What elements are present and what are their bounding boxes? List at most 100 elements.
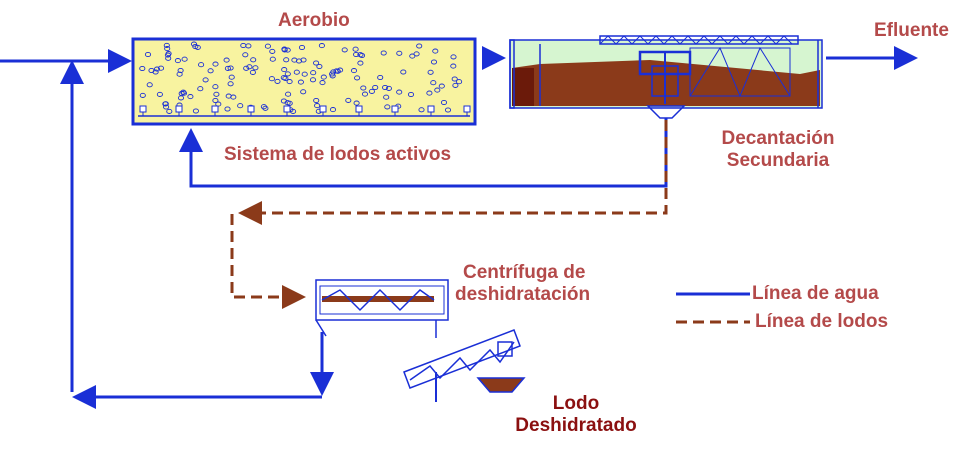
air-bubble bbox=[212, 61, 219, 67]
air-bubble bbox=[156, 91, 163, 97]
air-bubble bbox=[434, 87, 441, 93]
air-bubble bbox=[180, 89, 187, 95]
air-bubble bbox=[198, 62, 205, 68]
air-bubble bbox=[283, 57, 290, 63]
air-bubble bbox=[345, 97, 352, 103]
air-bubble bbox=[163, 42, 170, 48]
air-bubble bbox=[157, 65, 165, 71]
air-bubble bbox=[377, 74, 384, 81]
air-bubble bbox=[451, 76, 458, 82]
air-bubble bbox=[456, 79, 463, 85]
air-bubble bbox=[313, 97, 320, 104]
air-bubble bbox=[223, 57, 230, 63]
air-bubble bbox=[301, 71, 308, 77]
air-bubble bbox=[426, 90, 433, 96]
air-bubble bbox=[213, 91, 220, 97]
air-bubble bbox=[372, 84, 379, 91]
air-bubble bbox=[440, 99, 448, 106]
return-sludge-line bbox=[179, 118, 668, 188]
air-bubble bbox=[368, 88, 375, 94]
dewatered-sludge-hopper bbox=[476, 377, 526, 393]
air-bubble bbox=[313, 60, 320, 66]
air-bubble bbox=[309, 77, 317, 83]
air-bubble bbox=[450, 54, 457, 60]
air-bubble bbox=[237, 103, 244, 109]
air-bubble bbox=[212, 97, 219, 104]
air-bubble bbox=[177, 67, 184, 74]
air-bubble bbox=[383, 94, 390, 100]
air-bubble bbox=[225, 93, 232, 99]
air-bubble bbox=[430, 80, 437, 86]
air-bubble bbox=[202, 77, 209, 83]
air-bubble bbox=[190, 41, 198, 47]
air-bubble bbox=[286, 79, 293, 85]
air-bubble bbox=[164, 46, 171, 52]
air-bubble bbox=[427, 69, 434, 75]
air-bubble bbox=[197, 86, 204, 92]
air-bubble bbox=[284, 100, 291, 106]
air-bubble bbox=[295, 58, 303, 64]
sistema-label: Sistema de lodos activos bbox=[224, 144, 452, 165]
air-bubble bbox=[139, 92, 146, 98]
decantacion-line-2: Secundaria bbox=[726, 150, 830, 171]
air-diffuser bbox=[175, 105, 183, 113]
air-diffuser bbox=[355, 105, 363, 113]
air-bubble bbox=[227, 65, 234, 71]
air-bubble bbox=[165, 51, 172, 57]
air-bubble bbox=[242, 52, 249, 58]
air-bubble bbox=[192, 108, 199, 114]
air-bubble bbox=[268, 76, 275, 82]
air-bubble bbox=[407, 91, 415, 98]
air-bubble bbox=[153, 66, 161, 72]
air-bubble bbox=[337, 67, 344, 73]
waste-sludge-line-to-centrifuge bbox=[230, 214, 306, 309]
air-bubble bbox=[181, 56, 188, 62]
efluente-label: Efluente bbox=[874, 20, 949, 41]
lodo-label: Lodo Deshidratado bbox=[496, 393, 656, 437]
air-bubble bbox=[438, 83, 445, 89]
air-bubble bbox=[396, 50, 403, 56]
air-diffuser bbox=[247, 105, 255, 113]
air-bubble bbox=[284, 71, 291, 77]
air-bubble bbox=[385, 85, 392, 91]
air-bubble bbox=[281, 47, 288, 53]
air-bubble bbox=[284, 47, 291, 53]
centrifuga-label: Centrífuga de deshidratación bbox=[455, 262, 590, 306]
air-bubble bbox=[274, 78, 281, 84]
air-bubble bbox=[260, 104, 267, 110]
aerobio-label: Aerobio bbox=[278, 10, 350, 31]
air-bubble bbox=[243, 65, 250, 71]
air-diffuser bbox=[139, 105, 147, 113]
air-bubble bbox=[444, 107, 452, 113]
legend-sludge-label: Línea de lodos bbox=[755, 311, 889, 332]
lodo-line-1: Lodo bbox=[552, 393, 600, 414]
air-bubble bbox=[333, 68, 340, 74]
centrifuga-line-2: deshidratación bbox=[455, 284, 591, 305]
air-bubble bbox=[300, 89, 307, 95]
air-bubble bbox=[361, 91, 369, 97]
air-bubble bbox=[144, 51, 152, 58]
air-bubble bbox=[354, 75, 361, 81]
air-bubble bbox=[329, 73, 336, 79]
centrifuga-line-1: Centrífuga de bbox=[463, 262, 586, 283]
air-bubble bbox=[207, 68, 214, 74]
air-bubble bbox=[430, 59, 438, 65]
air-bubble bbox=[382, 84, 389, 91]
air-bubble bbox=[293, 69, 300, 75]
air-bubble bbox=[174, 58, 181, 64]
air-bubble bbox=[187, 94, 194, 100]
air-bubble bbox=[432, 48, 439, 54]
air-diffuser bbox=[427, 105, 435, 113]
air-bubble bbox=[318, 43, 325, 49]
air-diffuser bbox=[319, 105, 327, 113]
lodo-line-2: Deshidratado bbox=[515, 415, 637, 436]
air-bubble bbox=[341, 47, 348, 53]
air-bubble bbox=[396, 89, 403, 95]
decantacion-line-1: Decantación bbox=[721, 128, 835, 149]
waste-sludge-line bbox=[238, 120, 668, 225]
legend-water-label: Línea de agua bbox=[752, 283, 879, 304]
air-bubble bbox=[269, 56, 276, 62]
air-bubble bbox=[245, 43, 252, 49]
air-bubble bbox=[212, 84, 219, 90]
